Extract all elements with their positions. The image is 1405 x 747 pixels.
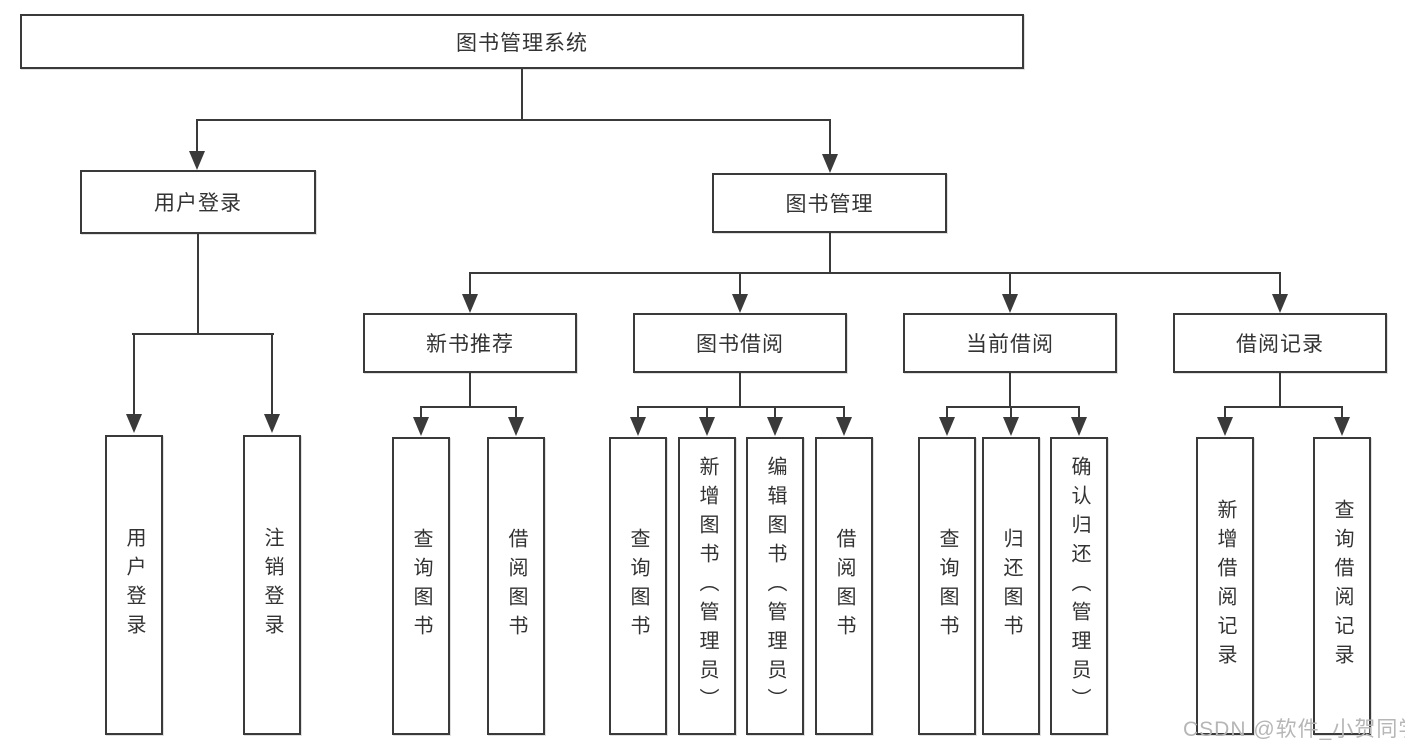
connector-line — [843, 406, 845, 417]
connector-line — [946, 406, 1080, 408]
connector-arrowhead-icon — [699, 417, 715, 436]
connector-line — [196, 119, 831, 121]
leaf-confirm-return-admin: 确认归还（管理员） — [1050, 437, 1108, 735]
leaf-add-borrow-record: 新增借阅记录 — [1196, 437, 1254, 735]
node-user-login: 用户登录 — [80, 170, 316, 234]
leaf-query-books-c: 查询图书 — [918, 437, 976, 735]
leaf-query-books-c-label: 查询图书 — [936, 528, 958, 644]
connector-line — [946, 406, 948, 417]
connector-arrowhead-icon — [732, 294, 748, 313]
node-borrow-records-label: 借阅记录 — [1236, 333, 1324, 356]
connector-line — [133, 333, 135, 414]
connector-arrowhead-icon — [1002, 294, 1018, 313]
connector-arrowhead-icon — [939, 417, 955, 436]
node-current-borrow: 当前借阅 — [903, 313, 1117, 373]
leaf-query-books-b-label: 查询图书 — [627, 528, 649, 644]
connector-arrowhead-icon — [264, 414, 280, 433]
leaf-query-borrow-record: 查询借阅记录 — [1313, 437, 1371, 735]
connector-line — [1341, 406, 1343, 417]
connector-line — [469, 272, 1281, 274]
leaf-query-books-a-label: 查询图书 — [410, 528, 432, 644]
connector-line — [1279, 373, 1281, 408]
connector-arrowhead-icon — [1217, 417, 1233, 436]
leaf-confirm-return-admin-label: 确认归还（管理员） — [1068, 455, 1090, 717]
node-book-management-label: 图书管理 — [785, 193, 874, 216]
connector-arrowhead-icon — [1272, 294, 1288, 313]
leaf-borrow-books-b: 借阅图书 — [815, 437, 873, 735]
leaf-borrow-books-a: 借阅图书 — [487, 437, 545, 735]
leaf-add-books-admin: 新增图书（管理员） — [678, 437, 736, 735]
node-book-borrow: 图书借阅 — [633, 313, 847, 373]
leaf-edit-books-admin: 编辑图书（管理员） — [746, 437, 804, 735]
connector-line — [132, 333, 274, 335]
connector-arrowhead-icon — [1071, 417, 1087, 436]
connector-arrowhead-icon — [189, 151, 205, 170]
connector-line — [515, 406, 517, 417]
leaf-edit-books-admin-label: 编辑图书（管理员） — [764, 455, 786, 717]
connector-line — [637, 406, 845, 408]
connector-arrowhead-icon — [126, 414, 142, 433]
connector-line — [1279, 272, 1281, 295]
leaf-logout-label: 注销登录 — [261, 527, 283, 643]
node-current-borrow-label: 当前借阅 — [966, 333, 1054, 356]
leaf-logout: 注销登录 — [243, 435, 301, 735]
connector-line — [739, 373, 741, 408]
connector-line — [1224, 406, 1343, 408]
connector-arrowhead-icon — [462, 294, 478, 313]
connector-line — [420, 406, 517, 408]
connector-line — [706, 406, 708, 417]
connector-line — [1009, 272, 1011, 295]
node-book-borrow-label: 图书借阅 — [696, 333, 784, 356]
node-book-management: 图书管理 — [712, 173, 947, 233]
leaf-add-books-admin-label: 新增图书（管理员） — [696, 455, 718, 717]
connector-line — [420, 406, 422, 417]
connector-line — [271, 333, 273, 414]
leaf-user-login: 用户登录 — [105, 435, 163, 735]
node-borrow-records: 借阅记录 — [1173, 313, 1387, 373]
connector-line — [521, 69, 523, 120]
csdn-watermark: CSDN @软件_小贺同学 — [1183, 718, 1405, 741]
leaf-query-books-b: 查询图书 — [609, 437, 667, 735]
leaf-add-borrow-record-label: 新增借阅记录 — [1214, 499, 1236, 673]
connector-line — [1224, 406, 1226, 417]
connector-line — [469, 272, 471, 295]
leaf-borrow-books-a-label: 借阅图书 — [505, 528, 527, 644]
connector-line — [1009, 373, 1011, 408]
node-user-login-label: 用户登录 — [154, 192, 242, 215]
node-root: 图书管理系统 — [20, 14, 1024, 69]
node-new-book-recommend-label: 新书推荐 — [426, 333, 514, 356]
node-root-label: 图书管理系统 — [456, 31, 588, 55]
connector-line — [1078, 406, 1080, 417]
leaf-return-books-label: 归还图书 — [1000, 528, 1022, 644]
leaf-user-login-label: 用户登录 — [123, 527, 145, 643]
connector-arrowhead-icon — [1334, 417, 1350, 436]
connector-line — [1010, 406, 1012, 417]
connector-line — [739, 272, 741, 295]
connector-arrowhead-icon — [1003, 417, 1019, 436]
connector-arrowhead-icon — [836, 417, 852, 436]
connector-arrowhead-icon — [767, 417, 783, 436]
connector-arrowhead-icon — [630, 417, 646, 436]
node-new-book-recommend: 新书推荐 — [363, 313, 577, 373]
connector-line — [197, 234, 199, 334]
connector-arrowhead-icon — [413, 417, 429, 436]
connector-line — [829, 233, 831, 274]
leaf-query-books-a: 查询图书 — [392, 437, 450, 735]
connector-line — [637, 406, 639, 417]
connector-line — [829, 119, 831, 154]
leaf-query-borrow-record-label: 查询借阅记录 — [1331, 499, 1353, 673]
connector-arrowhead-icon — [822, 154, 838, 173]
connector-line — [196, 119, 198, 151]
leaf-borrow-books-b-label: 借阅图书 — [833, 528, 855, 644]
connector-line — [469, 373, 471, 408]
leaf-return-books: 归还图书 — [982, 437, 1040, 735]
connector-arrowhead-icon — [508, 417, 524, 436]
connector-line — [774, 406, 776, 417]
